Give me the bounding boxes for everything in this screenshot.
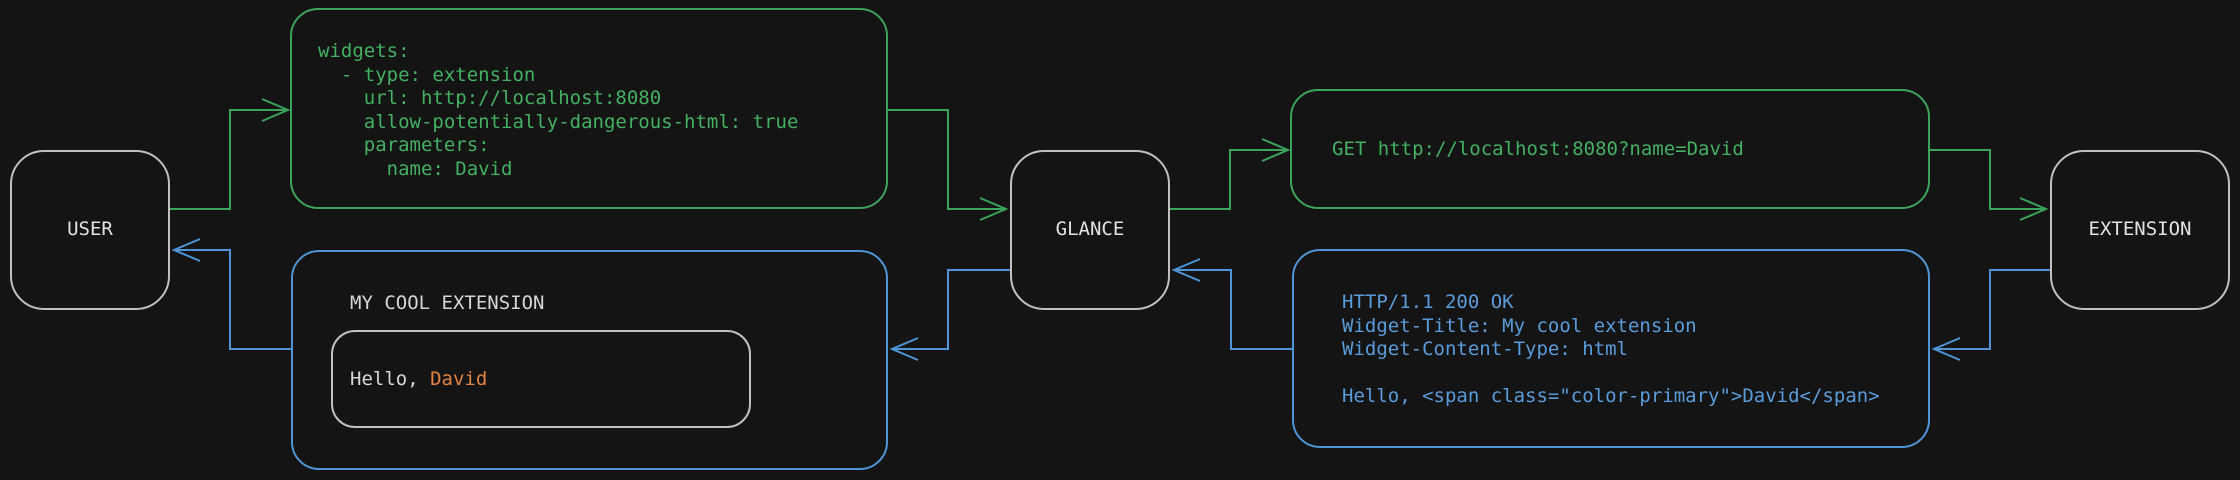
glance-node [1010,150,1170,310]
widget-preview-box [291,250,888,470]
arrowhead-right-icon-request [1261,138,1291,162]
config-yaml-code: widgets: - type: extension url: http://l… [318,40,799,180]
http-response-code: HTTP/1.1 200 OK Widget-Title: My cool ex… [1342,291,1880,407]
wire-glance-to-widget [894,269,1010,350]
wire-user-to-config [170,109,286,210]
wire-response-to-glance [1176,269,1292,350]
arrowhead-right-icon-glance [979,197,1009,221]
greeting-name-text: David [430,368,488,390]
widget-greeting-text: Hello, David [350,368,487,392]
http-request-box [1290,89,1930,209]
wire-config-to-glance [888,109,1004,210]
arrowhead-left-icon-glance [1171,258,1201,282]
http-request-code: GET http://localhost:8080?name=David [1332,138,1744,160]
arrowhead-right-icon-extension [2019,197,2049,221]
arrowhead-left-icon-widget [889,337,919,361]
config-yaml-box [290,8,888,209]
arrowhead-right-icon-config [261,98,291,122]
widget-greeting-card [331,330,751,428]
widget-preview-title: MY COOL EXTENSION [350,292,545,314]
user-node [10,150,170,310]
user-node-label: USER [67,218,113,240]
arrowhead-left-icon-response [1931,337,1961,361]
extension-node [2050,150,2230,310]
wire-extension-to-response [1936,269,2050,350]
glance-node-label: GLANCE [1055,218,1125,240]
arrowhead-left-icon-user [171,238,201,262]
wire-glance-to-request [1170,149,1286,210]
extension-node-label: EXTENSION [2088,218,2192,240]
wire-widget-to-user [176,249,291,350]
http-response-box [1292,249,1930,448]
wire-request-to-extension [1930,149,2044,210]
greeting-prefix-text: Hello, [350,368,431,390]
